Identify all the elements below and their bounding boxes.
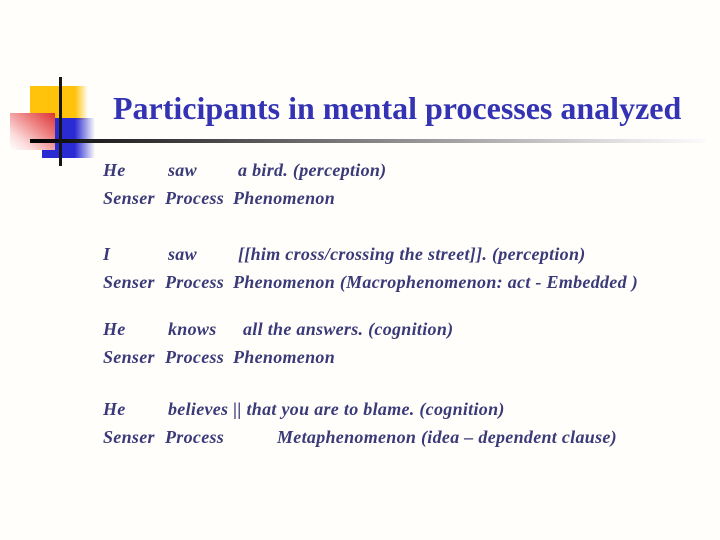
role-cell: Phenomenon [233, 347, 336, 367]
slide-title: Participants in mental processes analyze… [113, 90, 682, 126]
example-1-clause-line: He saw a bird. (perception) [0, 156, 720, 184]
word-cell: knows [168, 319, 217, 339]
example-3-clause-line: He knows all the answers. (cognition) [0, 315, 720, 343]
word-cell: saw [168, 244, 197, 264]
example-4-clause-line: He believes || that you are to blame. (c… [0, 395, 720, 423]
word-cell: all the answers. (cognition) [243, 319, 454, 339]
role-cell: Process [165, 427, 225, 447]
word-cell: He [103, 319, 126, 339]
role-cell: Phenomenon (Macrophenomenon: act - Embed… [233, 272, 638, 292]
example-4-roles-line: Senser Process Metaphenomenon (idea – de… [0, 423, 720, 451]
decoration-red-gradient-square [10, 113, 55, 150]
role-cell: Senser [103, 347, 155, 367]
word-cell: saw [168, 160, 197, 180]
role-cell: Process [165, 188, 225, 208]
word-cell: He [103, 160, 126, 180]
word-cell: I [103, 244, 111, 264]
word-cell: a bird. (perception) [238, 160, 387, 180]
decoration-vertical-line [59, 77, 62, 166]
role-cell: Process [165, 347, 225, 367]
example-2-roles-line: Senser Process Phenomenon (Macrophenomen… [0, 268, 720, 296]
role-cell: Senser [103, 188, 155, 208]
role-cell: Metaphenomenon (idea – dependent clause) [277, 427, 617, 447]
role-cell: Process [165, 272, 225, 292]
word-cell: He [103, 399, 126, 419]
role-cell: Senser [103, 272, 155, 292]
role-cell: Phenomenon [233, 188, 336, 208]
example-3-roles-line: Senser Process Phenomenon [0, 343, 720, 371]
role-cell: Senser [103, 427, 155, 447]
decoration-horizontal-rule [30, 139, 706, 143]
word-cell: [[him cross/crossing the street]]. (perc… [238, 244, 586, 264]
example-1-roles-line: Senser Process Phenomenon [0, 184, 720, 212]
word-cell: believes || that you are to blame. (cogn… [168, 399, 505, 419]
example-2-clause-line: I saw [[him cross/crossing the street]].… [0, 240, 720, 268]
